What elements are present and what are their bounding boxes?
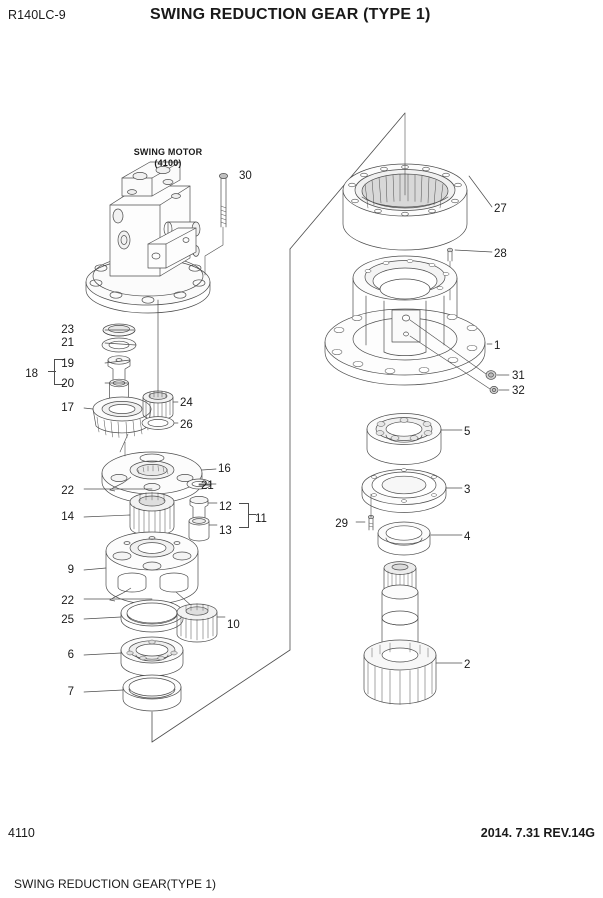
callout-7: 7 (67, 686, 74, 698)
callout-20: 20 (61, 378, 74, 390)
swing-motor-note-line2: (4100) (154, 157, 182, 168)
revision-date: 2014. 7.31 REV.14G (480, 826, 595, 840)
callout-14: 14 (61, 511, 74, 523)
callout-5: 5 (464, 426, 471, 438)
part-3-cover-plate (361, 468, 447, 513)
leader-lines (83, 175, 510, 693)
callout-25: 25 (61, 614, 74, 626)
part-21-oring-upper (101, 337, 137, 353)
callout-32: 32 (512, 385, 525, 397)
part-25-spacer-ring (120, 599, 184, 633)
part-9-carrier-housing (105, 531, 199, 609)
callout-19: 19 (61, 358, 74, 370)
callout-21: 21 (61, 337, 74, 349)
swing-motor-note-line1: SWING MOTOR (133, 147, 203, 157)
part-14-planet-gear (129, 491, 175, 537)
group-bracket-18-stem (48, 371, 56, 372)
part-26-oring (141, 416, 175, 430)
callout-16: 16 (218, 463, 231, 475)
callout-21: 21 (201, 480, 214, 492)
callout-13: 13 (219, 525, 232, 537)
part-24-splined-hub (142, 390, 174, 421)
swing-motor-note: SWING MOTOR (4100) (118, 147, 218, 168)
callout-6: 6 (67, 649, 74, 661)
part-4-oil-seal (377, 521, 431, 556)
group-bracket-11-stem (248, 514, 256, 515)
callout-29: 29 (335, 518, 348, 530)
part-17-coupling (92, 396, 152, 453)
page-title: SWING REDUCTION GEAR (TYPE 1) (150, 6, 431, 23)
callout-30: 30 (239, 170, 252, 182)
part-1-housing (324, 255, 486, 386)
callout-26: 26 (180, 419, 193, 431)
callout-22: 22 (61, 485, 74, 497)
part-5-ball-bearing (366, 413, 442, 465)
part-2-pinion-shaft (363, 561, 437, 705)
part-16-carrier-plate (101, 441, 203, 504)
swing-motor-assembly (85, 161, 211, 396)
part-29-bolt (368, 493, 374, 531)
callout-4: 4 (464, 531, 471, 543)
callout-12: 12 (219, 501, 232, 513)
callout-24: 24 (180, 397, 193, 409)
callout-28: 28 (494, 248, 507, 260)
part-30-bolt (204, 173, 229, 276)
callout-27: 27 (494, 203, 507, 215)
part-10-planet-gear (176, 603, 218, 643)
part-7-seal-ring (122, 674, 182, 712)
callout-3: 3 (464, 484, 471, 496)
callout-17: 17 (61, 402, 74, 414)
page-number: 4110 (8, 826, 35, 840)
part-6-bearing (120, 636, 184, 677)
callout-9: 9 (67, 564, 74, 576)
callout-31: 31 (512, 370, 525, 382)
callout-22: 22 (61, 595, 74, 607)
callout-11: 11 (255, 513, 267, 525)
callout-2: 2 (464, 659, 471, 671)
callout-1: 1 (494, 340, 501, 352)
part-27-ring-gear (342, 112, 468, 251)
group-bracket-18 (54, 359, 65, 385)
part-31-plug (409, 319, 497, 380)
model-code: R140LC-9 (8, 8, 66, 22)
callout-10: 10 (227, 619, 240, 631)
callout-23: 23 (61, 324, 74, 336)
callout-18: 18 (25, 368, 38, 380)
part-32-plug (409, 335, 499, 394)
bottom-caption: SWING REDUCTION GEAR(TYPE 1) (14, 877, 217, 891)
group-bracket-11 (239, 503, 249, 528)
part-13-bushing (188, 516, 210, 542)
